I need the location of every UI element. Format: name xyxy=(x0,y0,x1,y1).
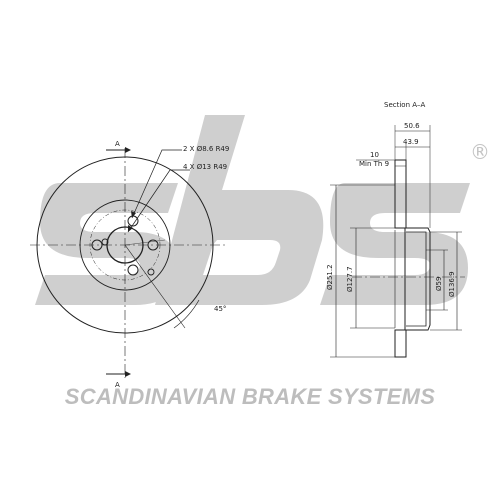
registered-mark: ® xyxy=(470,140,490,164)
section-title: Section A–A xyxy=(384,101,426,109)
small-hole xyxy=(147,268,155,276)
dim-50-6: 50.6 xyxy=(404,122,420,130)
dia-136-9: Ø136.9 xyxy=(448,271,456,297)
bolt-hole xyxy=(127,264,139,276)
section-marker-top: A xyxy=(115,140,120,148)
dim-43-9: 43.9 xyxy=(403,138,419,146)
dia-127-7: Ø127.7 xyxy=(346,266,354,292)
section-view xyxy=(330,125,465,358)
front-view xyxy=(30,147,225,378)
holes-callout-2: 4 X Ø13 R49 xyxy=(183,163,227,171)
section-marker-bottom: A xyxy=(115,381,120,389)
holes-callout-1: 2 X Ø8.6 R49 xyxy=(183,145,229,153)
angle-label: 45° xyxy=(214,305,226,313)
dia-59: Ø59 xyxy=(435,277,443,291)
min-thickness: Min Th 9 xyxy=(359,160,389,168)
dia-251-2: Ø251.2 xyxy=(326,264,334,290)
brand-tagline: SCANDINAVIAN BRAKE SYSTEMS xyxy=(64,384,436,409)
disc-profile xyxy=(394,159,431,358)
dim-10: 10 xyxy=(370,151,379,159)
